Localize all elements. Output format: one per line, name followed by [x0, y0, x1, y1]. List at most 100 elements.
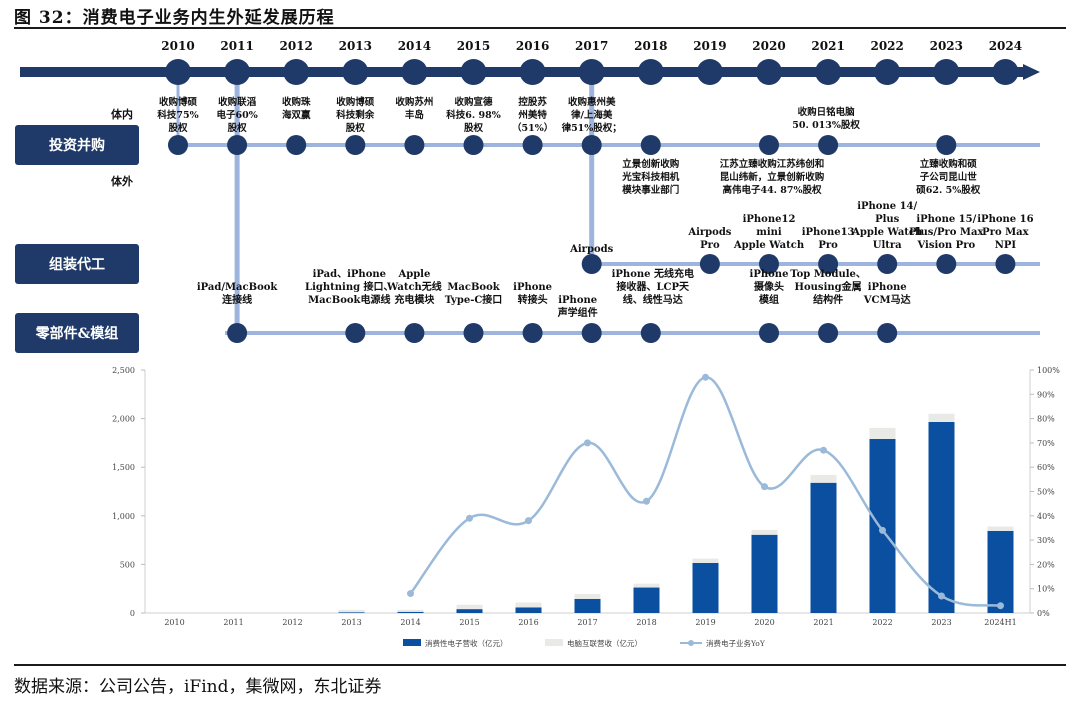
ma-node-2013: [345, 135, 366, 155]
parts-node-2015: [463, 323, 484, 343]
row-label-box-parts: [15, 313, 139, 353]
y-right-tick-label-7: 70%: [1037, 439, 1055, 448]
bar-consumer-2023: [928, 422, 955, 613]
year-node-2010: [165, 59, 191, 85]
year-node-2012: [283, 59, 310, 85]
timeline-arrowhead: [1023, 64, 1040, 80]
legend-swatch-consumer: [403, 639, 421, 646]
bar-pc-2015: [456, 604, 483, 610]
row-label-assembly: 组装代工: [49, 256, 105, 273]
bar-pc-2022: [869, 427, 896, 440]
ma-inner-label-2012: 收购珠海双赢: [282, 96, 311, 121]
assembly-node-2017: [581, 254, 602, 274]
year-node-2016: [519, 59, 546, 85]
row-label-box-assembly: [15, 244, 139, 284]
ma-node-2021: [818, 135, 839, 155]
bar-consumer-2020: [751, 534, 778, 613]
y-left-tick-label-4: 2,000: [112, 415, 135, 424]
bar-pc-2021: [810, 474, 837, 483]
parts-node-2017: [581, 323, 602, 343]
row-label-box-ma: [15, 125, 139, 165]
year-node-2014: [401, 59, 428, 85]
bar-pc-2024H1: [987, 526, 1014, 531]
bar-pc-2023: [928, 413, 955, 423]
figure-title: 图 32：消费电子业务内生外延发展历程: [14, 8, 335, 28]
ma-inner-label-2016: 控股苏州美特（51%）: [512, 96, 553, 134]
source-divider: [14, 664, 1066, 666]
bar-consumer-2022: [869, 439, 896, 613]
ma-node-2016: [522, 135, 543, 155]
year-label-2017: 2017: [575, 39, 608, 53]
year-node-2024: [992, 59, 1019, 85]
y-left-tick-label-2: 1,000: [112, 512, 135, 521]
year-node-2018: [637, 59, 664, 85]
yoy-point-2022: [879, 526, 886, 534]
yoy-point-2019: [702, 373, 709, 381]
ma-node-outer-2023: [936, 135, 957, 155]
y-left-tick-label-1: 500: [120, 560, 135, 569]
year-label-2016: 2016: [516, 39, 549, 53]
y-right-tick-label-9: 90%: [1037, 390, 1055, 399]
revenue-chart: 05001,0001,5002,0002,5000%10%20%30%40%50…: [112, 366, 1060, 648]
parts-node-2022: [877, 323, 898, 343]
parts-node-2013: [345, 323, 366, 343]
parts-label-2021: Top Module、Housing金属结构件: [790, 269, 866, 306]
x-tick-label-2020: 2020: [754, 618, 774, 627]
parts-node-2021: [818, 323, 839, 343]
parts-node-2020: [759, 323, 779, 343]
year-label-2019: 2019: [693, 39, 726, 53]
yoy-point-2023: [938, 592, 945, 600]
ma-node-2017: [581, 135, 602, 155]
x-tick-label-2022: 2022: [872, 618, 892, 627]
bar-consumer-2019: [692, 562, 719, 613]
y-right-tick-label-10: 100%: [1037, 366, 1060, 375]
year-label-2013: 2013: [339, 39, 372, 53]
year-node-2020: [756, 59, 782, 85]
y-right-tick-label-0: 0%: [1037, 609, 1050, 618]
x-tick-label-2018: 2018: [636, 618, 656, 627]
y-right-tick-label-8: 80%: [1037, 415, 1055, 424]
ma-node-outer-2018: [640, 135, 661, 155]
ma-outer-label-2020: 江苏立臻收购江苏纬创和昆山纬新，立景创新收购高伟电子44. 87%股权: [720, 158, 825, 196]
year-node-2015: [460, 59, 487, 85]
year-label-2015: 2015: [457, 39, 490, 53]
ma-node-2011: [227, 135, 248, 155]
x-tick-label-2021: 2021: [813, 618, 833, 627]
year-label-2024: 2024: [989, 39, 1022, 53]
bar-pc-2017: [574, 594, 601, 599]
bar-consumer-2013: [338, 612, 365, 613]
row-label-parts: 零部件&模组: [35, 325, 119, 342]
parts-node-2014: [404, 323, 425, 343]
assembly-node-2020: [759, 254, 779, 274]
x-tick-label-2015: 2015: [459, 618, 479, 627]
ma-inner-label-2013: 收购博硕科技剩余股权: [336, 96, 375, 134]
year-node-2021: [815, 59, 842, 85]
legend-swatch-pc: [545, 639, 563, 646]
assembly-node-2023: [936, 254, 957, 274]
y-left-tick-label-3: 1,500: [112, 463, 135, 472]
y-right-tick-label-5: 50%: [1037, 488, 1055, 497]
x-tick-label-2012: 2012: [282, 618, 302, 627]
ma-node-2012: [286, 135, 307, 155]
yoy-point-2020: [761, 483, 768, 491]
ma-outer-label-2018: 立景创新收购光宝科技相机模块事业部门: [621, 158, 680, 196]
assembly-node-2019: [699, 254, 720, 274]
side-label-outer: 体外: [111, 174, 133, 188]
assembly-label-2017: Airpods: [569, 244, 613, 255]
yoy-point-2015: [466, 514, 473, 522]
parts-node-2011: [227, 323, 248, 343]
ma-outer-label-2023: 立臻收购和硕子公司昆山世硕62. 5%股权: [916, 158, 980, 196]
y-right-tick-label-6: 60%: [1037, 463, 1055, 472]
yoy-point-2018: [643, 497, 650, 505]
year-label-2021: 2021: [811, 39, 844, 53]
year-label-2020: 2020: [752, 39, 785, 53]
assembly-node-2024: [995, 254, 1016, 274]
legend-swatch-yoy-dot: [688, 640, 694, 646]
bar-pc-2020: [751, 529, 778, 535]
